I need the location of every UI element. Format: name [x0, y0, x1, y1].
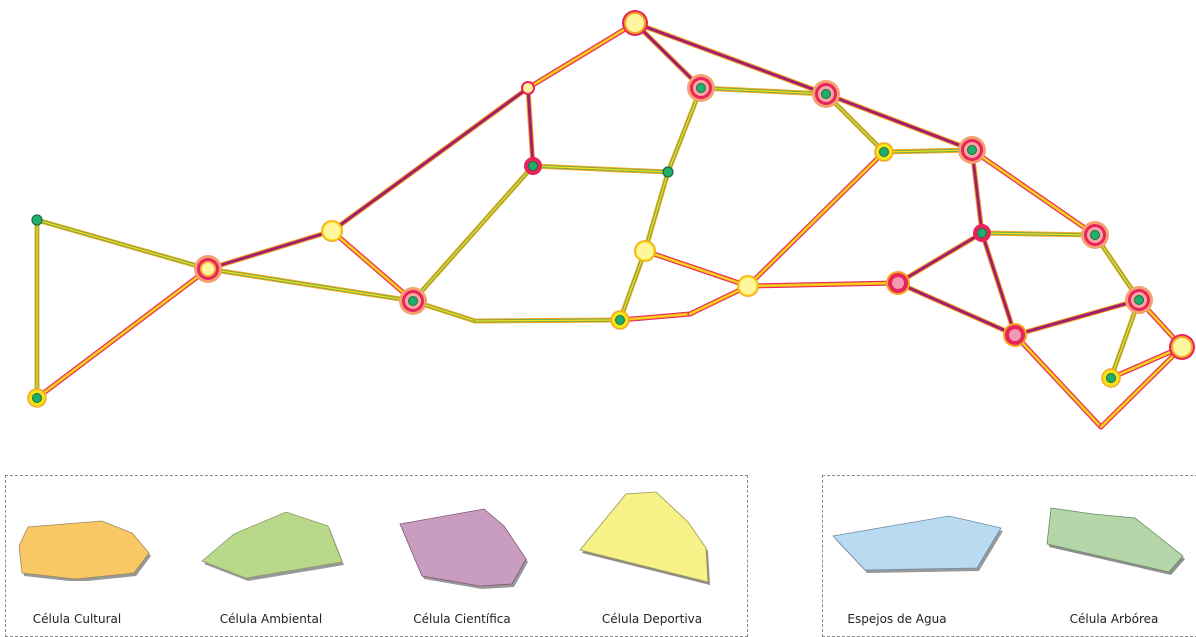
network-edge: [632, 20, 829, 97]
network-edge: [205, 266, 416, 304]
network-node: [958, 136, 986, 164]
network-edge: [1012, 332, 1104, 430]
network-node: [687, 74, 715, 102]
network-edge: [410, 163, 536, 304]
network-edge: [745, 149, 887, 289]
network-node: [31, 214, 43, 226]
network-node: [634, 240, 656, 262]
network-node: [886, 271, 910, 295]
arboreal-cell-swatch: [1046, 507, 1185, 575]
network-edge: [329, 85, 531, 234]
network-edge: [525, 20, 638, 91]
legend-label-ambiental: Célula Ambiental: [219, 612, 323, 626]
legend-label-cultural: Célula Cultural: [32, 612, 122, 626]
deportiva-cell-swatch: [579, 491, 710, 585]
legend-natural-elements: Espejos de Agua Célula Arbórea: [822, 475, 1196, 637]
network-edge: [745, 280, 901, 289]
network-edge: [881, 147, 975, 155]
network-nodes: [27, 10, 1195, 408]
network-edge: [617, 248, 648, 323]
network-node: [662, 166, 674, 178]
water-mirror-swatch: [832, 515, 1003, 573]
network-edge: [205, 228, 335, 272]
network-edge: [34, 266, 211, 401]
network-edge: [530, 163, 671, 175]
network-edge: [525, 85, 536, 169]
network-edge: [665, 85, 704, 175]
network-edge: [642, 169, 671, 254]
network-edge: [823, 91, 975, 153]
network-edge: [698, 85, 829, 97]
legend-cell-types: Célula Cultural Célula Ambiental Célula …: [5, 475, 748, 637]
network-node: [622, 10, 648, 36]
legend-label-cientifica: Célula Científica: [413, 612, 511, 626]
network-node: [524, 157, 542, 175]
network-node: [1125, 286, 1153, 314]
network-node: [194, 255, 222, 283]
legend-label-arborea: Célula Arbórea: [1069, 612, 1159, 626]
network-edge: [329, 228, 416, 304]
network-node: [399, 287, 427, 315]
network-edges: [34, 20, 1185, 430]
network-edge: [979, 230, 1018, 338]
legend-label-deportiva: Célula Deportiva: [601, 612, 703, 626]
network-node: [1081, 221, 1109, 249]
network-node: [737, 275, 759, 297]
legend-label-espejos-de-agua: Espejos de Agua: [847, 612, 947, 626]
network-edge: [969, 147, 1098, 238]
network-edge: [895, 280, 1018, 338]
network-node: [521, 81, 535, 95]
network-edge: [895, 230, 985, 286]
network-edge: [617, 311, 693, 323]
network-edge: [632, 20, 704, 91]
cell-network-diagram: [27, 10, 1195, 430]
network-edge: [1012, 297, 1142, 338]
ambiental-cell-swatch: [201, 511, 344, 581]
network-node: [610, 310, 630, 330]
network-edge: [642, 248, 751, 289]
network-edge: [472, 317, 623, 324]
network-node: [1101, 368, 1121, 388]
network-edge: [34, 217, 211, 272]
network-node: [1169, 334, 1195, 360]
network-node: [812, 80, 840, 108]
cultural-cell-swatch: [18, 520, 151, 581]
network-edge: [1098, 344, 1185, 430]
network-node: [874, 142, 894, 162]
network-node: [321, 220, 343, 242]
network-node: [1003, 323, 1027, 347]
network-node: [973, 224, 991, 242]
network-node: [27, 388, 47, 408]
network-edge: [979, 230, 1098, 238]
cientifica-cell-swatch: [399, 508, 528, 589]
